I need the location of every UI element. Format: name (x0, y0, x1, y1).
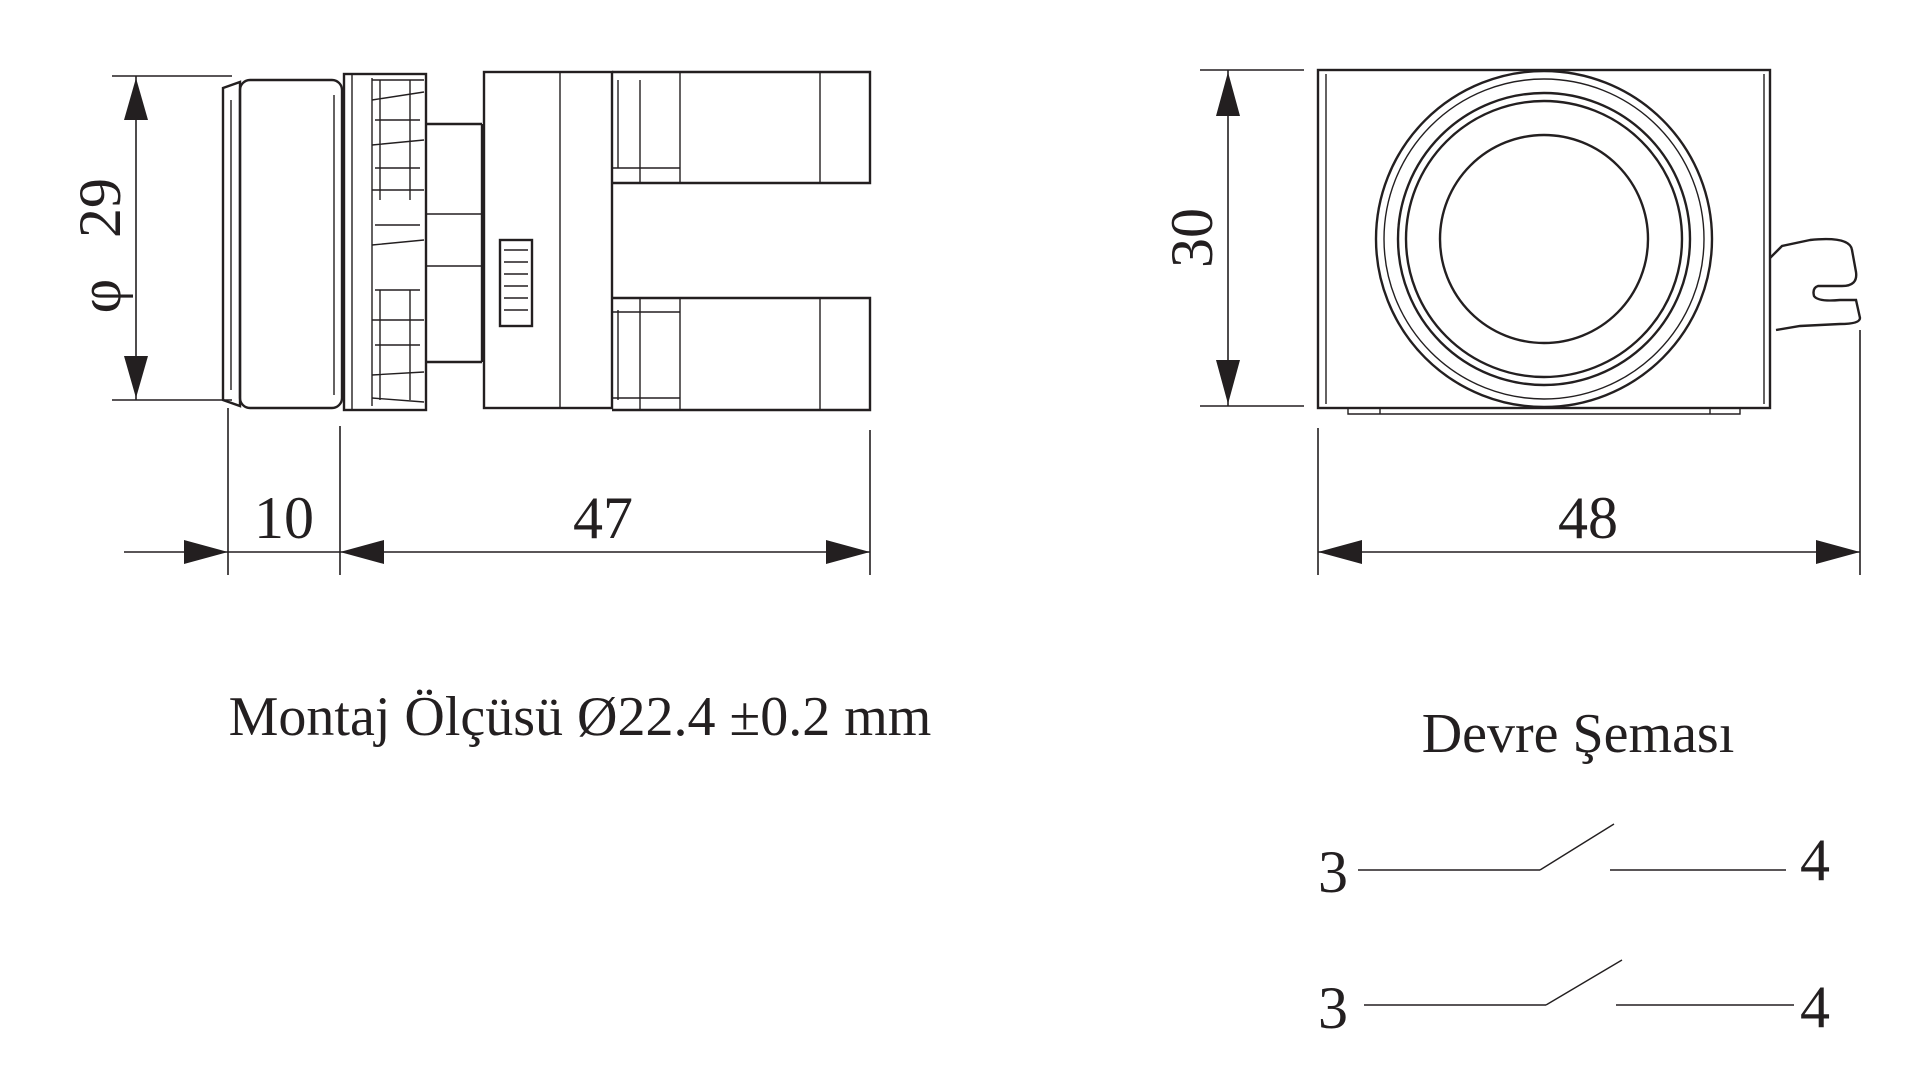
dim-arrow-body-right (826, 540, 870, 564)
middle-ring (1396, 91, 1692, 387)
head-ring (238, 78, 344, 410)
front-view: 30 48 (1159, 68, 1862, 575)
dim-arrow-up (124, 78, 148, 120)
upper-contact (612, 70, 872, 185)
head-length-value: 10 (254, 485, 314, 551)
contact-1: 3 4 (1318, 823, 1830, 905)
latch (498, 238, 534, 328)
lens-face (1438, 133, 1650, 345)
body-length-value: 47 (573, 485, 633, 551)
dim-arrow-head-right (184, 540, 228, 564)
contact-base (482, 70, 614, 410)
dim-arrow-width-right (1816, 540, 1860, 564)
lower-contact (612, 296, 872, 412)
contact-2-left-terminal: 3 (1318, 975, 1348, 1041)
width-value: 48 (1558, 485, 1618, 551)
contact-1-switch-arm (1539, 823, 1615, 871)
contact-2-switch-arm (1545, 959, 1623, 1006)
height-value: 30 (1159, 208, 1225, 268)
mounting-caption: Montaj Ölçüsü Ø22.4 ±0.2 mm (229, 686, 932, 748)
circuit-caption: Devre Şeması (1422, 703, 1735, 765)
contact-1-right-terminal: 4 (1800, 827, 1830, 893)
diameter-symbol: φ (67, 279, 133, 314)
terminal-tab (1769, 237, 1862, 332)
front-body (1316, 68, 1772, 410)
dim-arrow-height-down (1216, 360, 1240, 404)
dim-arrow-width-left (1318, 540, 1362, 564)
side-view: φ 29 10 47 (67, 70, 872, 575)
outer-ring (1374, 69, 1714, 409)
contact-1-left-terminal: 3 (1318, 839, 1348, 905)
front-lens-outline (221, 80, 242, 408)
bezel (342, 72, 428, 412)
diameter-value: 29 (67, 178, 133, 238)
circuit-diagram: 3 4 3 4 (1318, 823, 1830, 1041)
dim-arrow-height-up (1216, 72, 1240, 116)
contact-2: 3 4 (1318, 959, 1830, 1041)
contact-2-right-terminal: 4 (1800, 974, 1830, 1040)
dim-arrow-down (124, 356, 148, 398)
dim-arrow-body-left (340, 540, 384, 564)
